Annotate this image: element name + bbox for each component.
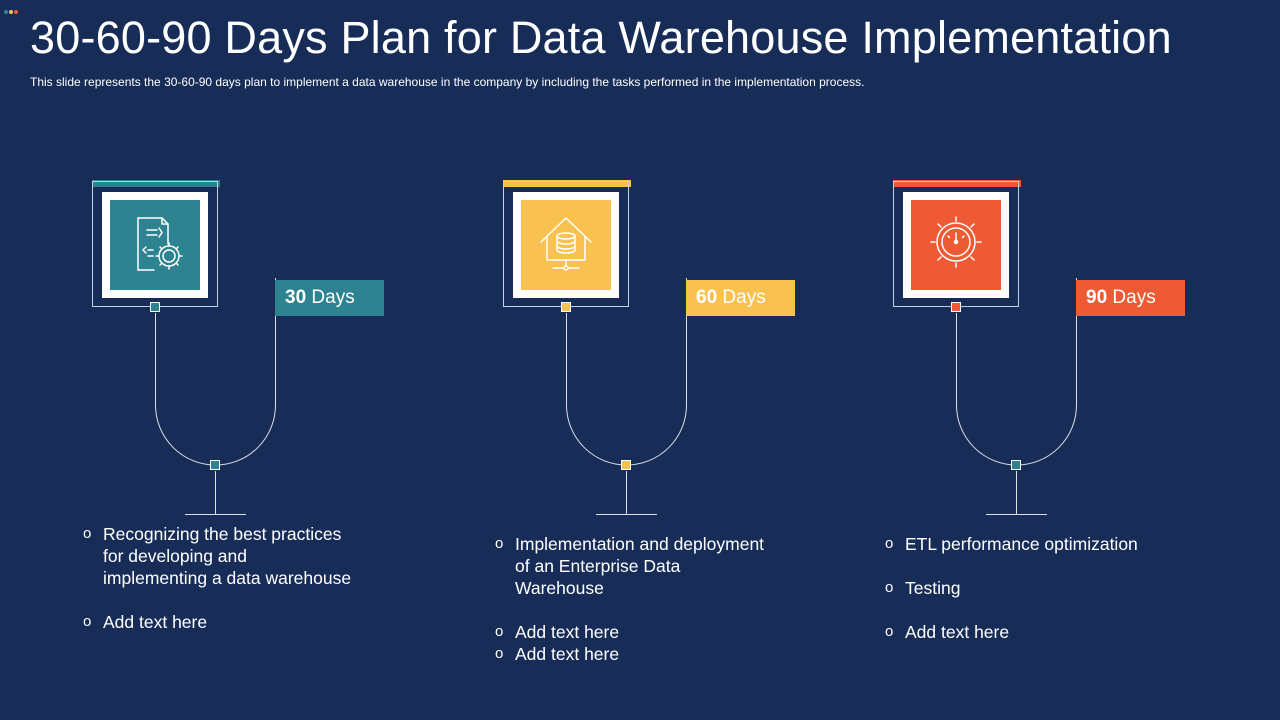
list-item: Recognizing the best practices for devel… [83, 523, 353, 589]
page-title: 30-60-90 Days Plan for Data Warehouse Im… [30, 12, 1172, 63]
phase-60-flag: 60 Days [686, 280, 795, 316]
list-item: Implementation and deployment of an Ente… [495, 533, 765, 599]
phase-60-flag-number: 60 [696, 287, 718, 308]
phase-60-top-marker [561, 302, 571, 312]
list-item: Add text here [495, 621, 765, 643]
list-item: Add text here [495, 643, 765, 665]
phase-90-flag-unit: Days [1112, 287, 1156, 308]
phase-30-top-bar [92, 180, 220, 187]
page-subtitle: This slide represents the 30-60-90 days … [30, 75, 865, 89]
document-gear-icon [110, 200, 200, 290]
phase-30-flag-number: 30 [285, 287, 307, 308]
phase-60-flag-unit: Days [722, 287, 766, 308]
list-item: Testing [885, 577, 1155, 599]
phase-30-top-marker [150, 302, 160, 312]
phase-90-top-marker [951, 302, 961, 312]
phase-90-bullets: ETL performance optimization Testing Add… [885, 533, 1155, 643]
house-database-icon [521, 200, 611, 290]
list-item: ETL performance optimization [885, 533, 1155, 555]
phase-30-bottom-marker [210, 460, 220, 470]
phase-60-bullets: Implementation and deployment of an Ente… [495, 533, 765, 665]
phase-60-bottom-marker [621, 460, 631, 470]
phase-30-flag: 30 Days [275, 280, 384, 316]
gear-speedometer-icon [911, 200, 1001, 290]
phase-90-flag-number: 90 [1086, 287, 1108, 308]
list-item: Add text here [83, 611, 353, 633]
list-item: Add text here [885, 621, 1155, 643]
phase-60-top-bar [503, 180, 631, 187]
slide-indicator-dots [4, 1, 19, 19]
phase-90-bottom-marker [1011, 460, 1021, 470]
phase-30-flag-unit: Days [311, 287, 355, 308]
phase-30-bullets: Recognizing the best practices for devel… [83, 523, 353, 633]
phase-90-flag: 90 Days [1076, 280, 1185, 316]
phase-90-top-bar [893, 180, 1021, 187]
